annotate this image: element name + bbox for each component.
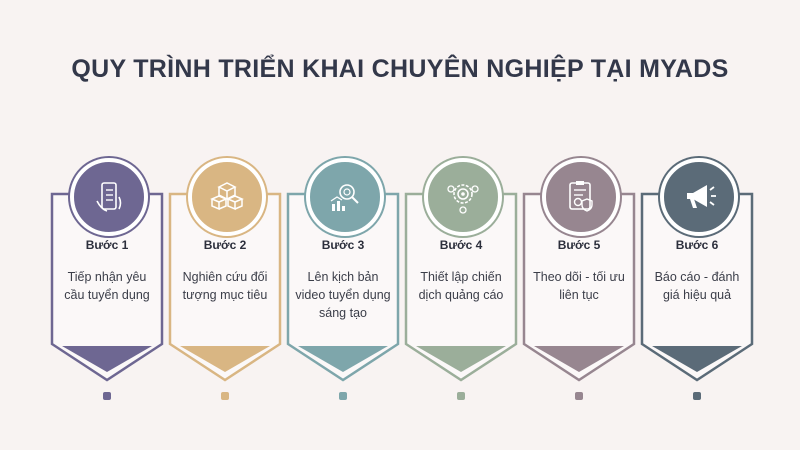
step-description: Tiếp nhận yêu cầu tuyển dụng: [64, 270, 150, 302]
step-frame: [640, 192, 754, 382]
phone-checklist-icon: [96, 182, 122, 212]
step-label: Bước 3: [321, 238, 365, 252]
boxes-icon: [210, 182, 244, 211]
step-label: Bước 5: [557, 238, 601, 252]
step-description: Lên kịch bản video tuyển dụng sáng tạo: [295, 270, 391, 320]
step-icon-badge: [70, 158, 148, 236]
step-description: Thiết lập chiến dịch quảng cáo: [418, 270, 504, 302]
checklist-gear-icon: [569, 181, 593, 212]
step-card: Bước 1 Tiếp nhận yêu cầu tuyển dụng: [50, 158, 170, 400]
step-dot: [339, 392, 347, 400]
step-frame: [522, 192, 636, 382]
step-frame: [168, 192, 282, 382]
step-icon-badge: [188, 158, 266, 236]
step-description: Báo cáo - đánh giá hiệu quả: [654, 270, 740, 302]
step-dot: [103, 392, 111, 400]
step-dot: [693, 392, 701, 400]
step-icon-badge: [660, 158, 738, 236]
step-label: Bước 4: [439, 238, 483, 252]
step-icon-badge: [542, 158, 620, 236]
step-card: Bước 6 Báo cáo - đánh giá hiệu quả: [640, 158, 760, 400]
settings-target-icon: [447, 184, 479, 214]
page-title: QUY TRÌNH TRIỂN KHAI CHUYÊN NGHIỆP TẠI M…: [71, 55, 729, 83]
step-dot: [575, 392, 583, 400]
step-card: Bước 3 Lên kịch bản video tuyển dụng sáng…: [286, 158, 406, 400]
step-frame: [50, 192, 164, 382]
step-label: Bước 6: [675, 238, 719, 252]
step-icon-badge: [306, 158, 384, 236]
step-icon-badge: [424, 158, 502, 236]
step-description: Nghiên cứu đối tượng mục tiêu: [182, 270, 268, 302]
step-dot: [457, 392, 465, 400]
step-card: Bước 5 Theo dõi - tối ưu liên tục: [522, 158, 642, 400]
step-label: Bước 2: [203, 238, 247, 252]
step-description: Theo dõi - tối ưu liên tục: [533, 270, 625, 302]
step-label: Bước 1: [85, 238, 129, 252]
step-frame: [404, 192, 518, 382]
analytics-search-icon: [330, 184, 359, 211]
step-card: Bước 2 Nghiên cứu đối tượng mục tiêu: [168, 158, 288, 400]
megaphone-icon: [687, 185, 716, 208]
step-card: Bước 4 Thiết lập chiến dịch quảng cáo: [404, 158, 524, 400]
step-dot: [221, 392, 229, 400]
step-frame: [286, 192, 400, 382]
